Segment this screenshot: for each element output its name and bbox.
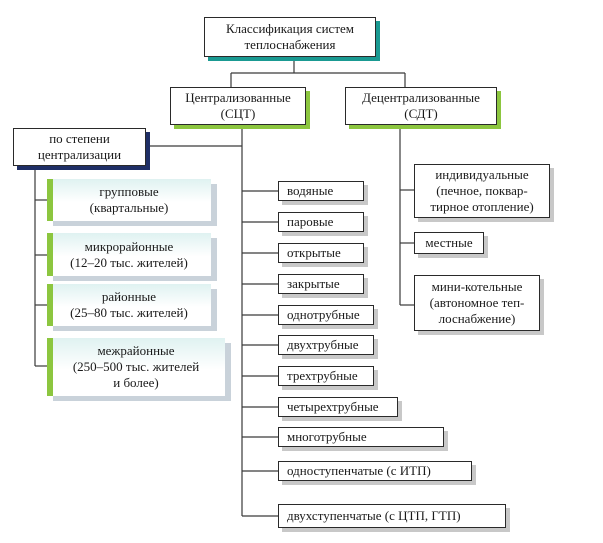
type-steam: паровые [278,212,364,232]
level-interdistrict: межрайонные (250–500 тыс. жителей и боле… [47,338,225,396]
level-group: групповые (квартальные) [47,179,211,221]
type-three-pipe: трехтрубные [278,366,374,386]
type-closed: закрытые [278,274,364,294]
centralization-header: по степени централизации [13,128,146,166]
decentral-local: местные [414,232,484,254]
type-multi-pipe: многотрубные [278,427,444,447]
root-node: Классификация систем теплоснабжения [204,17,376,57]
decentral-mini-boiler: мини-котельные (автономное теп- лоснабже… [414,275,540,331]
type-single-stage: одноступенчатые (с ИТП) [278,461,472,481]
type-two-pipe: двухтрубные [278,335,374,355]
type-open: открытые [278,243,364,263]
type-two-stage: двухступенчатые (с ЦТП, ГТП) [278,504,506,528]
type-water: водяные [278,181,364,201]
central-node: Централизованные (СЦТ) [170,87,306,125]
type-four-pipe: четырехтрубные [278,397,398,417]
decentral-node: Децентрализованные (СДТ) [345,87,497,125]
level-district: районные (25–80 тыс. жителей) [47,284,211,326]
level-microdistrict: микрорайонные (12–20 тыс. жителей) [47,233,211,276]
type-one-pipe: однотрубные [278,305,374,325]
decentral-individual: индивидуальные (печное, поквар- тирное о… [414,164,550,218]
